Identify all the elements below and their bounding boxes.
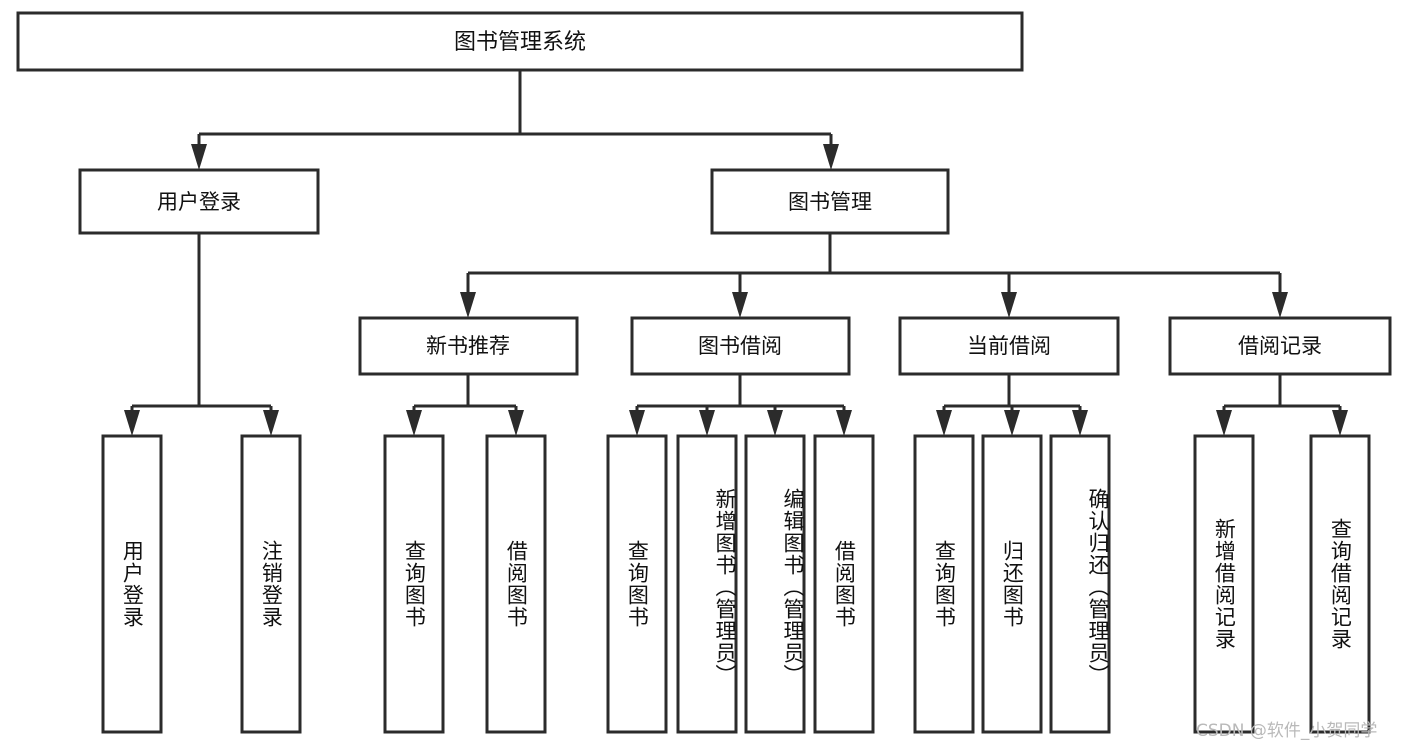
leaf-box-edit-book[interactable] — [744, 434, 806, 734]
node-book-management-box[interactable] — [710, 168, 950, 235]
connector-bookborrow-to-leaves — [635, 374, 846, 424]
node-borrow-record-label: 借阅记录 — [1238, 334, 1322, 358]
node-user-login[interactable]: 用户登录 — [78, 168, 320, 235]
leaf-box-confirm-return[interactable] — [1049, 434, 1111, 734]
csdn-watermark: CSDN @软件_小贺同学 — [1196, 721, 1378, 741]
connector-root-to-level1 — [197, 70, 833, 158]
arrow-to-leaf-borrow-book — [836, 410, 852, 436]
leaf-box-query-book-current[interactable] — [913, 434, 975, 734]
node-root-label: 图书管理系统 — [454, 30, 586, 55]
connector-bookmgmt-to-level2 — [466, 233, 1282, 306]
node-book-management[interactable]: 图书管理 — [710, 168, 950, 235]
connector-recommend-to-leaves — [412, 374, 518, 424]
leaf-box-logout[interactable] — [240, 434, 302, 734]
node-current-borrow[interactable]: 当前借阅 — [898, 316, 1120, 376]
node-borrow-record-box[interactable] — [1168, 316, 1392, 376]
arrow-to-user-login — [191, 144, 207, 170]
arrow-to-borrow-record — [1272, 292, 1288, 318]
leaf-box-add-book[interactable] — [676, 434, 738, 734]
node-new-book-recommend-label: 新书推荐 — [426, 334, 510, 358]
leaf-box-add-borrow-record[interactable] — [1193, 434, 1255, 734]
arrow-to-leaf-borrow-book-recommend — [508, 410, 524, 436]
arrow-to-leaf-user-login — [124, 410, 140, 436]
node-new-book-recommend-box[interactable] — [358, 316, 579, 376]
node-root[interactable]: 图书管理系统 — [16, 11, 1024, 72]
arrow-to-leaf-return-book — [1004, 410, 1020, 436]
arrow-to-leaf-query-book-recommend — [406, 410, 422, 436]
connector-userlogin-to-leaves — [130, 233, 273, 424]
leaf-box-user-login[interactable] — [101, 434, 163, 734]
node-current-borrow-box[interactable] — [898, 316, 1120, 376]
connector-borrowrecord-to-leaves — [1222, 374, 1342, 424]
arrow-to-leaf-edit-book — [767, 410, 783, 436]
node-current-borrow-label: 当前借阅 — [967, 334, 1051, 358]
leaf-box-query-book-borrow[interactable] — [606, 434, 668, 734]
arrow-to-leaf-logout — [263, 410, 279, 436]
arrow-to-leaf-query-book-current — [936, 410, 952, 436]
leaf-box-query-borrow-record[interactable] — [1309, 434, 1371, 734]
arrow-to-new-book-recommend — [460, 292, 476, 318]
leaf-box-borrow-book[interactable] — [813, 434, 875, 734]
arrow-to-leaf-confirm-return — [1072, 410, 1088, 436]
leaf-box-borrow-book-recommend[interactable] — [485, 434, 547, 734]
leaf-box-return-book[interactable] — [981, 434, 1043, 734]
node-new-book-recommend[interactable]: 新书推荐 — [358, 316, 579, 376]
arrow-to-leaf-query-borrow-record — [1332, 410, 1348, 436]
node-user-login-box[interactable] — [78, 168, 320, 235]
node-book-management-label: 图书管理 — [788, 190, 872, 214]
leaf-box-layer — [101, 434, 1371, 734]
arrow-to-current-borrow — [1001, 292, 1017, 318]
leaf-box-query-book-recommend[interactable] — [383, 434, 445, 734]
arrow-to-book-management — [823, 144, 839, 170]
node-borrow-record[interactable]: 借阅记录 — [1168, 316, 1392, 376]
arrow-to-leaf-query-book-borrow — [629, 410, 645, 436]
node-user-login-label: 用户登录 — [157, 190, 241, 214]
node-root-box[interactable] — [16, 11, 1024, 72]
arrow-to-leaf-add-book — [699, 410, 715, 436]
node-book-borrow-label: 图书借阅 — [698, 334, 782, 358]
arrow-to-leaf-add-borrow-record — [1216, 410, 1232, 436]
arrow-to-book-borrow — [732, 292, 748, 318]
node-book-borrow-box[interactable] — [630, 316, 851, 376]
connector-layer — [124, 70, 1348, 436]
node-book-borrow[interactable]: 图书借阅 — [630, 316, 851, 376]
